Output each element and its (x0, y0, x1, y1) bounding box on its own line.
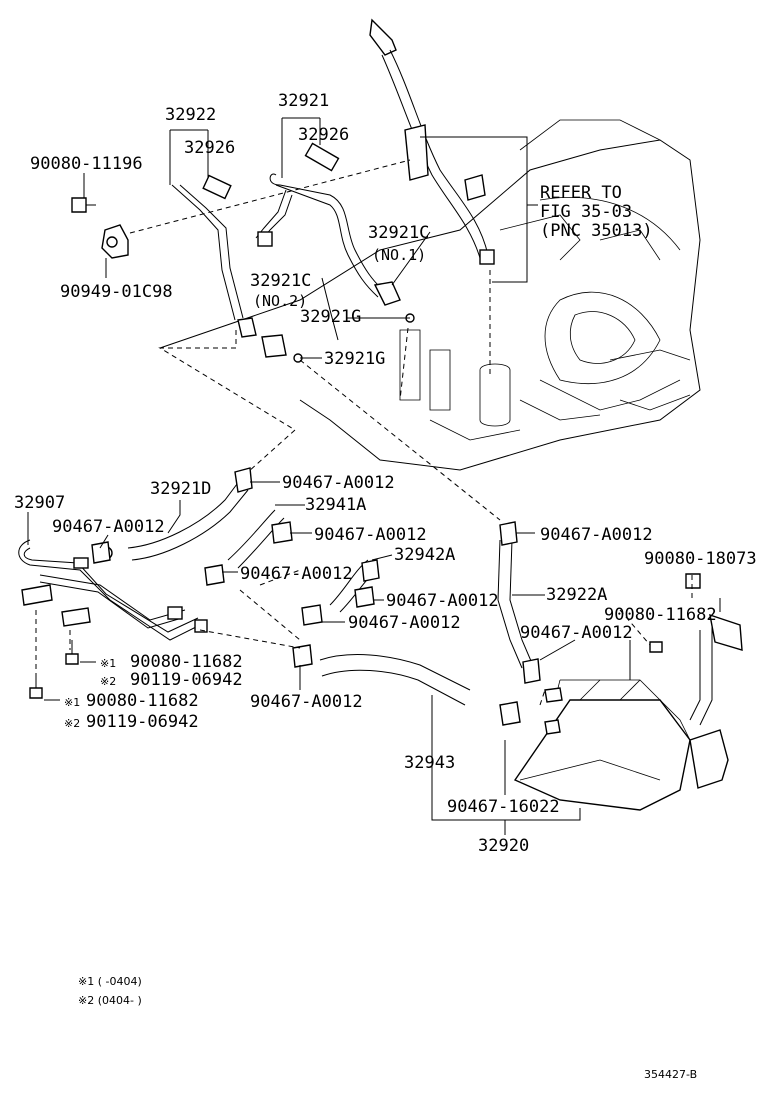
label-32907: 32907 (14, 493, 65, 513)
mark-1b: ※1 (64, 696, 80, 709)
note-1: ※1 ( -0404) (78, 975, 142, 988)
label-32921D: 32921D (150, 479, 211, 499)
label-32926-a: 32926 (184, 138, 235, 158)
label-fig: FIG 35-03 (540, 202, 632, 222)
label-bolt-a2: 90119-06942 (130, 670, 243, 690)
label-clip-2: 90467-A0012 (52, 517, 165, 537)
label-32921C-no2: 32921C (250, 271, 311, 291)
label-clip-3: 90467-A0012 (314, 525, 427, 545)
part-labels: 32922 32926 32921 32926 90080-11196 9094… (14, 91, 757, 1081)
transmission-drawing (159, 119, 701, 471)
cooler-tube-32907 (18, 539, 208, 641)
label-32942A: 32942A (394, 545, 455, 565)
mark-2a: ※2 (100, 675, 116, 688)
label-32921: 32921 (278, 91, 329, 111)
bolts-lower-left (29, 640, 79, 699)
label-bolt-b2: 90119-06942 (86, 712, 199, 732)
label-90080-18073: 90080-18073 (644, 549, 757, 569)
figure-id: 354427-B (644, 1068, 697, 1081)
label-bolt-b1: 90080-11682 (86, 691, 199, 711)
label-32941A: 32941A (305, 495, 366, 515)
label-clip-8: 90467-A0012 (250, 692, 363, 712)
label-32921C-no1: 32921C (368, 223, 429, 243)
note-2: ※2 (0404- ) (78, 994, 142, 1007)
leader-lines (27, 117, 721, 835)
label-no2: (NO.2) (253, 292, 307, 310)
label-32926-b: 32926 (298, 125, 349, 145)
label-90467-16022: 90467-16022 (447, 797, 560, 817)
label-bolt-a1: 90080-11682 (130, 652, 243, 672)
label-refer-to: REFER TO (540, 183, 622, 203)
label-clip-6: 90467-A0012 (386, 591, 499, 611)
label-32922: 32922 (165, 105, 216, 125)
label-clip-9: 90467-A0012 (520, 623, 633, 643)
label-clip-1: 90467-A0012 (282, 473, 395, 493)
label-32920: 32920 (478, 836, 529, 856)
label-clip-4: 90467-A0012 (540, 525, 653, 545)
label-pnc: (PNC 35013) (540, 221, 653, 241)
mark-1a: ※1 (100, 657, 116, 670)
label-clip-7: 90467-A0012 (348, 613, 461, 633)
label-no1: (NO.1) (372, 246, 426, 264)
bracket-90949 (71, 197, 129, 259)
label-clip-5: 90467-A0012 (240, 564, 353, 584)
label-90080-11196: 90080-11196 (30, 154, 143, 174)
upper-cooler-tubes (171, 142, 415, 363)
label-90080-11682-right: 90080-11682 (604, 605, 717, 625)
label-32921G-b: 32921G (324, 349, 385, 369)
label-90949-01C98: 90949-01C98 (60, 282, 173, 302)
dipstick-tube (369, 18, 495, 265)
oil-cooler-32920 (513, 573, 743, 811)
label-32943: 32943 (404, 753, 455, 773)
mark-2b: ※2 (64, 717, 80, 730)
label-32921G-a: 32921G (300, 307, 361, 327)
label-32922A: 32922A (546, 585, 607, 605)
